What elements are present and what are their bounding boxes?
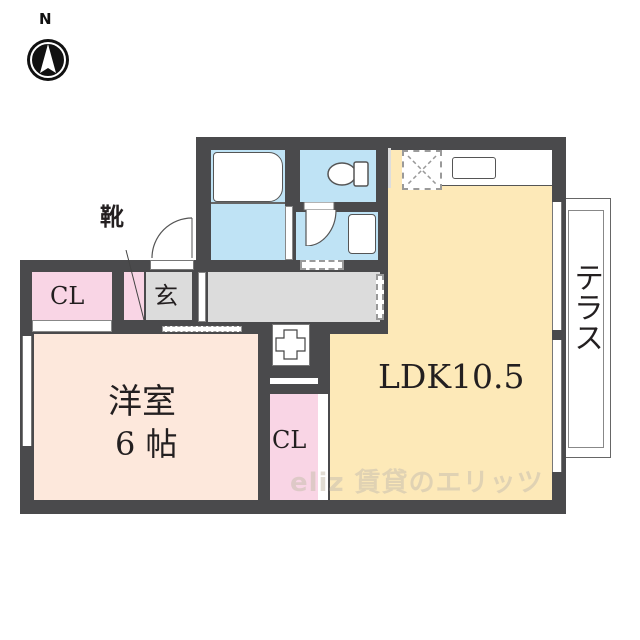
bedroom-window	[22, 336, 32, 446]
ldk-window-mullion	[552, 330, 562, 340]
entrance-label: 玄	[154, 282, 178, 310]
closet-hall	[270, 394, 318, 500]
bath-divider	[211, 202, 285, 204]
ldk-wall-window	[388, 148, 391, 188]
hallway-end-door	[376, 274, 384, 320]
terrace-label: テラス	[568, 262, 603, 352]
washing-machine-space	[300, 260, 344, 270]
closet-hall-door	[318, 394, 328, 500]
closet-bedroom-label: CL	[50, 282, 85, 310]
bedroom-label: 洋室	[108, 382, 176, 422]
hallway	[208, 272, 380, 322]
toilet-icon	[326, 156, 370, 192]
closet-hall-label: CL	[272, 426, 307, 454]
bedroom-sliding-door	[162, 326, 242, 332]
washbasin-icon	[348, 214, 376, 254]
shoe-cabinet-leader	[120, 249, 150, 322]
compass-north-label: N	[39, 10, 52, 28]
hall-shelf	[270, 378, 318, 384]
utility-fixture-icon	[272, 324, 310, 366]
shoe-cabinet-label: 靴	[100, 202, 124, 231]
bath-door	[285, 206, 293, 260]
shoe-cabinet	[124, 272, 144, 320]
ldk	[330, 334, 552, 500]
bedroom-size: 6 帖	[115, 425, 178, 463]
entrance-door-icon	[148, 216, 194, 262]
fridge-cross-icon	[404, 152, 440, 188]
entrance-door-frame	[150, 260, 194, 270]
north-arrow-icon	[25, 37, 71, 83]
hallway-door	[198, 272, 206, 322]
washroom-door-icon	[302, 201, 342, 247]
terrace-inner	[568, 210, 604, 448]
watermark: eliz 賃貸のエリッツ	[290, 468, 544, 498]
closet-bedroom-door	[32, 320, 112, 332]
bedroom	[34, 334, 258, 500]
ldk-connector	[388, 262, 552, 336]
bathtub-icon	[213, 152, 283, 202]
kitchen-sink-icon	[452, 157, 496, 179]
ldk-label: LDK10.5	[378, 357, 525, 396]
closet-bedroom	[32, 272, 112, 320]
entrance	[146, 272, 192, 320]
